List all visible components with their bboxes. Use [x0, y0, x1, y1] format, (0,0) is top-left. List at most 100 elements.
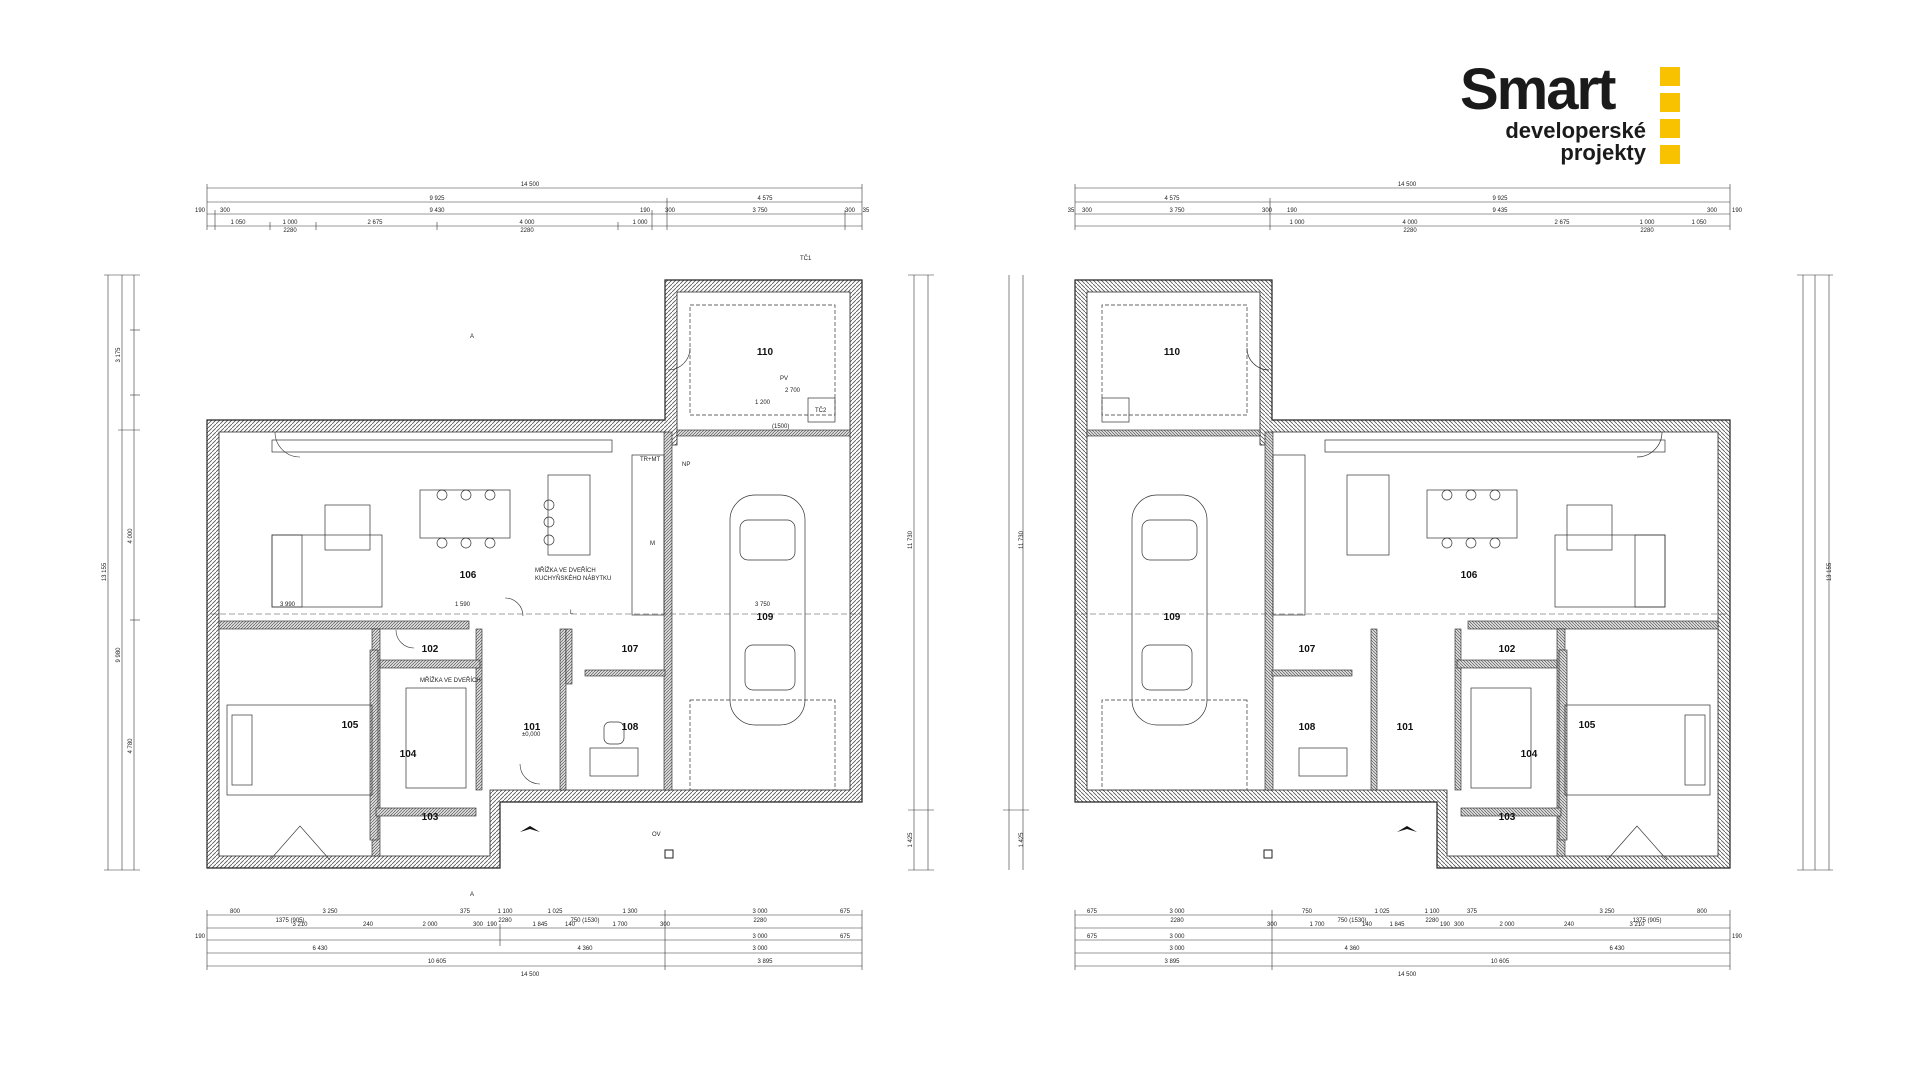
dim-bot-left-a5: 1 300 [622, 909, 638, 915]
dim-bot-right-c0: 675 [1087, 934, 1098, 940]
dim-bot-left-a1: 3 250 [322, 909, 338, 915]
dim-top-left-c4: 300 [665, 208, 676, 214]
label-np: NP [682, 462, 690, 468]
dim-bot-left-c2: 240 [363, 922, 374, 928]
dim-bot-right-c11: 190 [1732, 934, 1743, 940]
dim-bot-left-a3: 1 100 [497, 909, 513, 915]
dim-left-inner-4780: 4 780 [128, 738, 134, 754]
dim-top-right-c7: 190 [1732, 208, 1743, 214]
dim-top-left-d4: 1 000 [632, 220, 648, 226]
left-interior [218, 291, 851, 857]
dim-top-left-e0: 2280 [283, 228, 297, 234]
logo-brand-text: Smart [1460, 57, 1616, 122]
dim-top-right-e0: 2280 [1403, 228, 1417, 234]
room-number-107: 107 [622, 644, 639, 655]
dim-bot-right-d2: 6 430 [1609, 946, 1625, 952]
dim-top-left-a: 9 925 [429, 196, 445, 202]
dim-left-outer-1: 9 980 [116, 647, 122, 663]
dim-top-left-d2: 2 675 [367, 220, 383, 226]
left-furniture [226, 304, 836, 796]
dim-top-left-e1: 2280 [520, 228, 534, 234]
dim-bot-left-b3: 2280 [753, 918, 767, 924]
dim-bot-left-c10: 3 000 [752, 934, 768, 940]
dim-bot-right-b0: 2280 [1170, 918, 1184, 924]
label-dim-1590: 1 590 [455, 602, 471, 608]
room-number-105: 105 [342, 720, 359, 731]
dim-bot-right-b1: 750 (1530) [1337, 918, 1366, 924]
label-dim-2700: 2 700 [785, 388, 801, 394]
dim-bot-left-a4: 1 025 [547, 909, 563, 915]
left-outdoor-box [664, 849, 674, 859]
dim-top-right-b: 9 925 [1492, 196, 1508, 202]
room-number-104: 104 [1521, 749, 1538, 760]
dim-bot-right-c8: 2 000 [1499, 922, 1515, 928]
dim-top-left-d1: 1 000 [282, 220, 298, 226]
logo-bar [1660, 145, 1680, 164]
room-number-101: 101 [524, 722, 541, 733]
dim-bot-right-b2: 2280 [1425, 918, 1439, 924]
dim-left-plan-right-0: 11 730 [908, 530, 914, 549]
room-number-105: 105 [1579, 720, 1596, 731]
room-number-107: 107 [1299, 644, 1316, 655]
dim-bot-right-d0: 3 000 [1169, 946, 1185, 952]
label-grille-2: KUCHYŇSKÉHO NÁBYTKU [535, 575, 611, 582]
label-dim-3750: 3 750 [755, 602, 771, 608]
dim-top-right-d1: 4 000 [1402, 220, 1418, 226]
room-number-108: 108 [1299, 722, 1316, 733]
dim-bot-left-b2: 750 (1530) [570, 918, 599, 924]
left-plan-right-dimensions [908, 274, 934, 871]
dim-right-plan-left-1: 1 425 [1019, 832, 1025, 848]
right-floor-plan: 101 102 103 104 105 106 107 108 109 110 … [1003, 182, 1833, 978]
label-dim-3990: 3 990 [280, 602, 296, 608]
dim-bot-left-a7: 675 [840, 909, 851, 915]
dim-top-left-b: 4 575 [757, 196, 773, 202]
dim-bot-left-d0: 6 430 [312, 946, 328, 952]
label-m: M [650, 541, 655, 547]
label-section-top: A [470, 334, 474, 340]
dim-top-right-c1: 300 [1082, 208, 1093, 214]
dim-top-left-c6: 300 [845, 208, 856, 214]
brand-logo: Smart developerské projekty [1460, 60, 1680, 180]
label-dim-1200: 1 200 [755, 400, 771, 406]
label-grille-1: MŘÍŽKA VE DVEŘÍCH [535, 566, 596, 574]
logo-bar [1660, 67, 1680, 86]
dim-bot-left-d1: 4 360 [577, 946, 593, 952]
dim-bot-right-e1: 10 605 [1491, 959, 1510, 965]
label-ov: OV [652, 832, 661, 838]
dim-bot-left-c1: 3 210 [292, 922, 308, 928]
room-number-109: 109 [757, 612, 774, 623]
left-entry-arrow-icon [520, 826, 540, 832]
dim-top-left-c2: 9 430 [429, 208, 445, 214]
dim-bot-left-a6: 3 000 [752, 909, 768, 915]
dim-bot-left-c7: 140 [565, 922, 576, 928]
dim-bot-right-e0: 3 895 [1164, 959, 1180, 965]
label-pv: PV [780, 376, 788, 382]
dim-left-outer-0: 13 155 [102, 562, 108, 581]
dim-top-right-c3: 300 [1262, 208, 1273, 214]
room-number-102: 102 [1499, 644, 1516, 655]
right-plan-mirror [1003, 184, 1833, 970]
room-number-106: 106 [460, 570, 477, 581]
dim-top-right-c0: 35 [1068, 208, 1075, 214]
dim-bot-right-a4: 1 100 [1424, 909, 1440, 915]
room-number-110: 110 [1164, 347, 1181, 358]
logo-line1: developerské [1505, 118, 1646, 143]
dim-bot-left-b0: 1375 (905) [275, 918, 304, 924]
dim-bot-left-total: 14 500 [521, 972, 540, 978]
dim-bot-left-a0: 800 [230, 909, 241, 915]
left-partitions [218, 429, 851, 857]
label-section-bottom: A [470, 892, 474, 898]
label-l: L [570, 610, 574, 616]
dim-bot-right-a1: 3 000 [1169, 909, 1185, 915]
logo-bars [1660, 67, 1680, 171]
logo-bar [1660, 119, 1680, 138]
left-bottom-dimensions [206, 910, 863, 970]
dim-total-top-right: 14 500 [1398, 182, 1417, 188]
dim-top-right-c2: 3 750 [1169, 208, 1185, 214]
dim-top-right-d2: 2 675 [1554, 220, 1570, 226]
room-number-104: 104 [400, 749, 417, 760]
dim-bot-left-b1: 2280 [498, 918, 512, 924]
dim-bot-right-a0: 675 [1087, 909, 1098, 915]
dim-top-left-d3: 4 000 [519, 220, 535, 226]
label-grille-3: MŘÍŽKA VE DVEŘÍCH [420, 676, 481, 684]
